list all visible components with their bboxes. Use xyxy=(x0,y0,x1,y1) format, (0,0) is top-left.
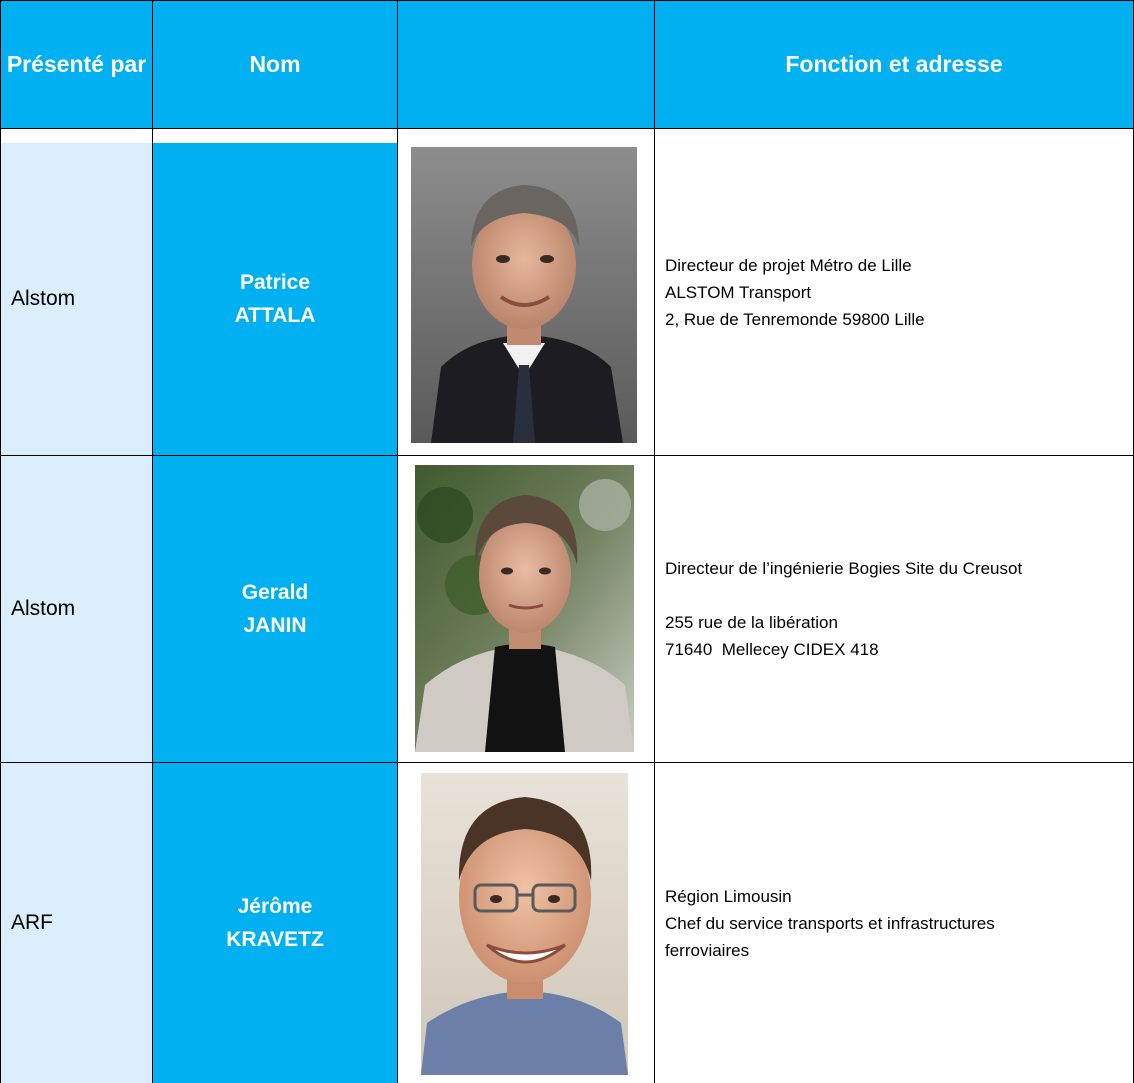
row-1-name: Patrice ATTALA xyxy=(153,129,397,455)
row-3-first-name: Jérôme xyxy=(237,895,313,918)
row-3-name-block: Jérôme KRAVETZ xyxy=(226,890,324,956)
header-name-text: Nom xyxy=(249,51,301,77)
row-3-presented-by: ARF xyxy=(1,763,152,1083)
portrait-3-image xyxy=(421,773,628,1075)
header-function-address-text: Fonction et adresse xyxy=(785,51,1003,77)
row-1-line-3: 2, Rue de Tenremonde 59800 Lille xyxy=(665,309,925,329)
header-function-address: Fonction et adresse xyxy=(655,1,1133,128)
row-2-first-name: Gerald xyxy=(241,581,309,604)
row-1-presented-by: Alstom xyxy=(1,129,152,455)
row-1-line-1: Directeur de projet Métro de Lille xyxy=(665,255,912,275)
row-1-first-name: Patrice xyxy=(239,271,311,294)
row-3-line-3: ferroviaires xyxy=(665,940,750,960)
row-2-name: Gerald JANIN xyxy=(153,456,397,762)
row-2-line-3: 255 rue de la libération xyxy=(665,613,838,632)
row-2-function-address: Directeur de l’ingénierie Bogies Site du… xyxy=(655,456,1133,762)
row-2-last-name: JANIN xyxy=(243,614,307,637)
portrait-photo-2 xyxy=(415,465,634,752)
row-3-address-block: Région Limousin Chef du service transpor… xyxy=(665,883,995,964)
row-1-line-2: ALSTOM Transport xyxy=(665,282,812,302)
header-presented-by-text: Présenté par xyxy=(6,51,147,77)
row-1-address-block: Directeur de projet Métro de Lille ALSTO… xyxy=(665,252,925,333)
row-3-name: Jérôme KRAVETZ xyxy=(153,763,397,1083)
row-2-name-block: Gerald JANIN xyxy=(242,576,309,642)
row-3-line-2: Chef du service transports et infrastruc… xyxy=(665,913,995,933)
portrait-photo-3 xyxy=(421,773,628,1075)
row-1-last-name: ATTALA xyxy=(234,304,316,327)
row-3-last-name: KRAVETZ xyxy=(226,928,324,951)
row-3-line-1: Région Limousin xyxy=(665,886,792,906)
row-2-address-block: Directeur de l’ingénierie Bogies Site du… xyxy=(665,555,1022,663)
header-name: Nom xyxy=(153,1,397,128)
row-1-function-address: Directeur de projet Métro de Lille ALSTO… xyxy=(655,129,1133,455)
portrait-1-image xyxy=(411,147,637,443)
row-2-presented-by: Alstom xyxy=(1,456,152,762)
row-1-name-block: Patrice ATTALA xyxy=(235,266,316,332)
row-3-presented-by-text: ARF xyxy=(11,911,53,934)
portrait-photo-1 xyxy=(411,147,637,443)
row-2-line-1: Directeur de l’ingénierie Bogies Site du… xyxy=(665,559,1023,578)
row-1-presented-by-text: Alstom xyxy=(11,287,76,310)
header-photo xyxy=(398,1,654,128)
portrait-2-image xyxy=(415,465,634,752)
row-2-presented-by-text: Alstom xyxy=(11,597,76,620)
row-3-function-address: Région Limousin Chef du service transpor… xyxy=(655,763,1133,1083)
row-2-line-gap xyxy=(665,582,1022,609)
header-presented-by: Présenté par xyxy=(1,1,152,128)
row-2-line-4: 71640 Mellecey CIDEX 418 xyxy=(665,640,879,659)
